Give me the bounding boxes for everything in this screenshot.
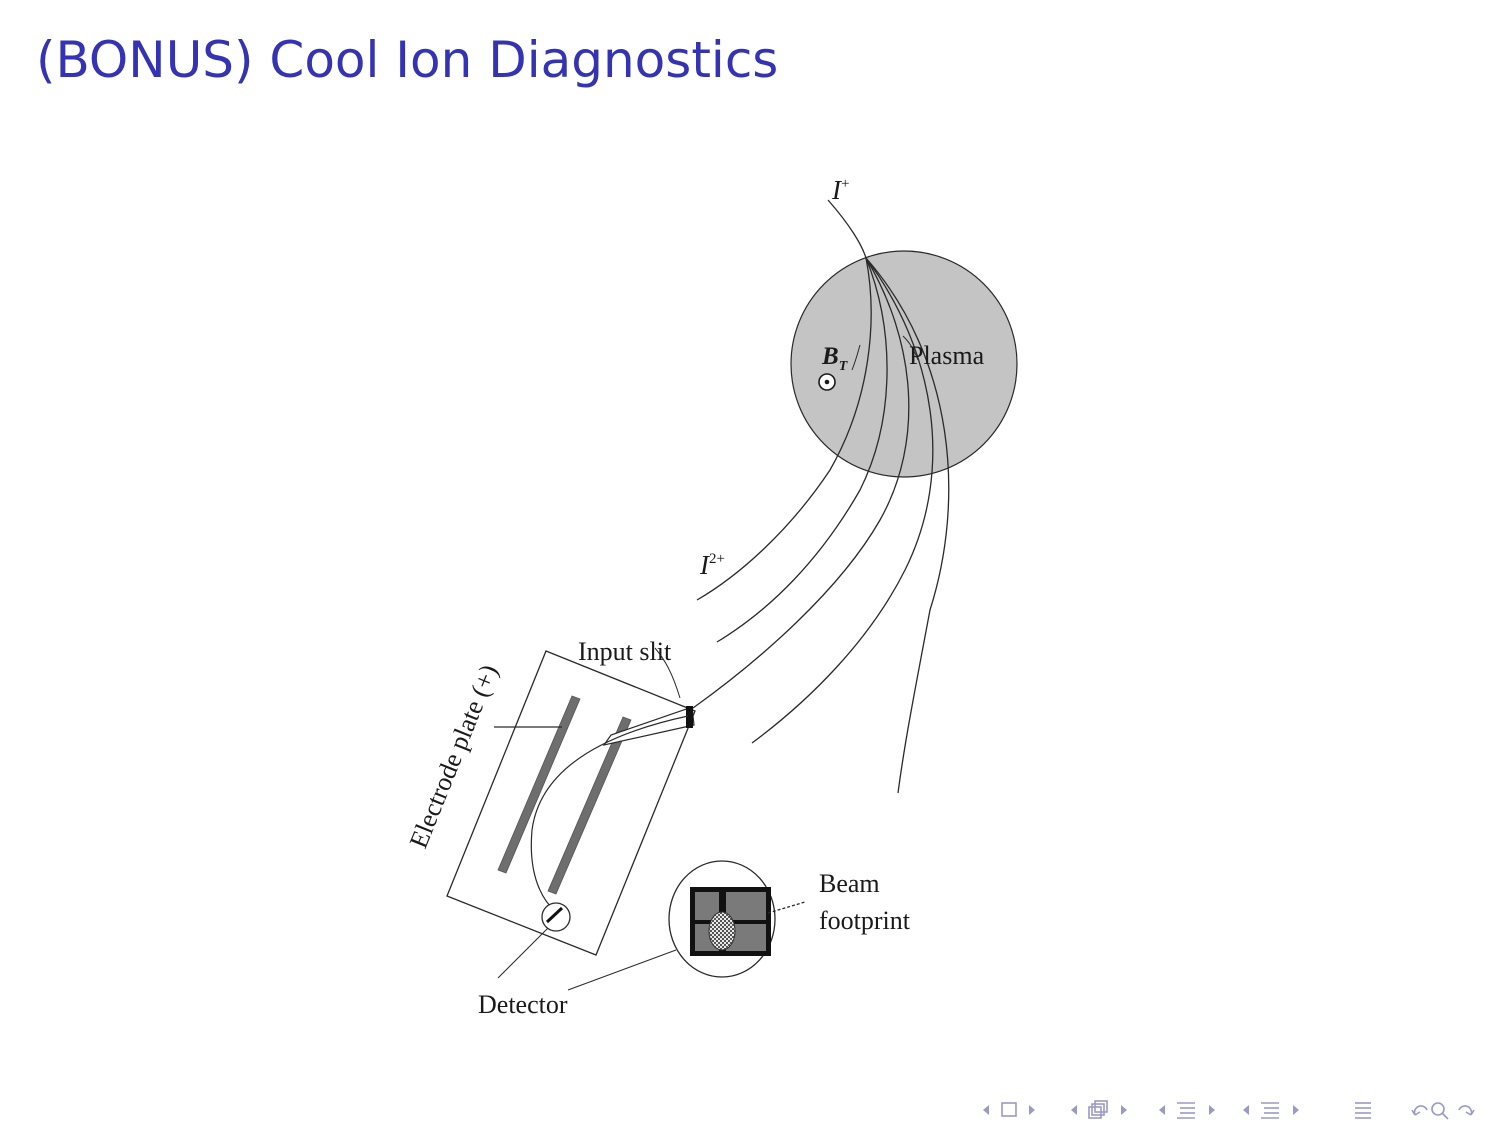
ion-trajectory-4 — [751, 257, 934, 744]
section-icon[interactable] — [1177, 1102, 1195, 1119]
document-icon[interactable] — [1355, 1102, 1371, 1119]
beam-footprint-inset — [567, 860, 806, 991]
electrode-plate-inner — [547, 716, 632, 895]
plasma-circle — [790, 250, 1018, 478]
input-slit-label: Input slit — [578, 637, 672, 666]
electrode-plate-outer — [497, 695, 581, 874]
ion-single-label: I+ — [831, 175, 849, 205]
ion-double-label: I2+ — [699, 550, 725, 580]
slide-prev-icon[interactable] — [1243, 1105, 1249, 1115]
ion-trajectories — [654, 199, 950, 794]
beam-label: Beam — [819, 869, 880, 898]
frame-prev-icon[interactable] — [983, 1105, 989, 1115]
subsection-icon[interactable] — [1088, 1100, 1108, 1119]
ion-trajectory-5 — [865, 257, 950, 794]
plasma-label: Plasma — [909, 341, 985, 370]
analyzer-box — [446, 650, 696, 979]
section-next-icon[interactable] — [1209, 1105, 1215, 1115]
frame-icon[interactable] — [1001, 1102, 1017, 1117]
input-slit-marker — [686, 706, 693, 728]
subsection-prev-icon[interactable] — [1071, 1105, 1077, 1115]
navigation-bar — [983, 1100, 1475, 1120]
search-icon[interactable] — [1431, 1102, 1449, 1120]
redo-icon[interactable] — [1458, 1105, 1475, 1116]
detector-symbol — [541, 902, 571, 932]
incoming-ion-beam — [827, 199, 867, 259]
ion-trajectory-3 — [692, 257, 910, 709]
ion-trajectory-1 — [696, 257, 872, 601]
beam-spot — [708, 911, 736, 951]
section-prev-icon[interactable] — [1159, 1105, 1165, 1115]
slide-next-icon[interactable] — [1293, 1105, 1299, 1115]
frame-next-icon[interactable] — [1029, 1105, 1035, 1115]
field-symbol — [818, 373, 836, 391]
footprint-label: footprint — [819, 906, 911, 935]
field-label: BT — [821, 343, 849, 374]
subsection-next-icon[interactable] — [1121, 1105, 1127, 1115]
slide-icon[interactable] — [1261, 1102, 1279, 1119]
ion-trajectory-2 — [716, 257, 888, 643]
slide-title: (BONUS) Cool Ion Diagnostics — [36, 31, 779, 89]
detector-label: Detector — [478, 990, 568, 1019]
undo-icon[interactable] — [1411, 1105, 1428, 1116]
